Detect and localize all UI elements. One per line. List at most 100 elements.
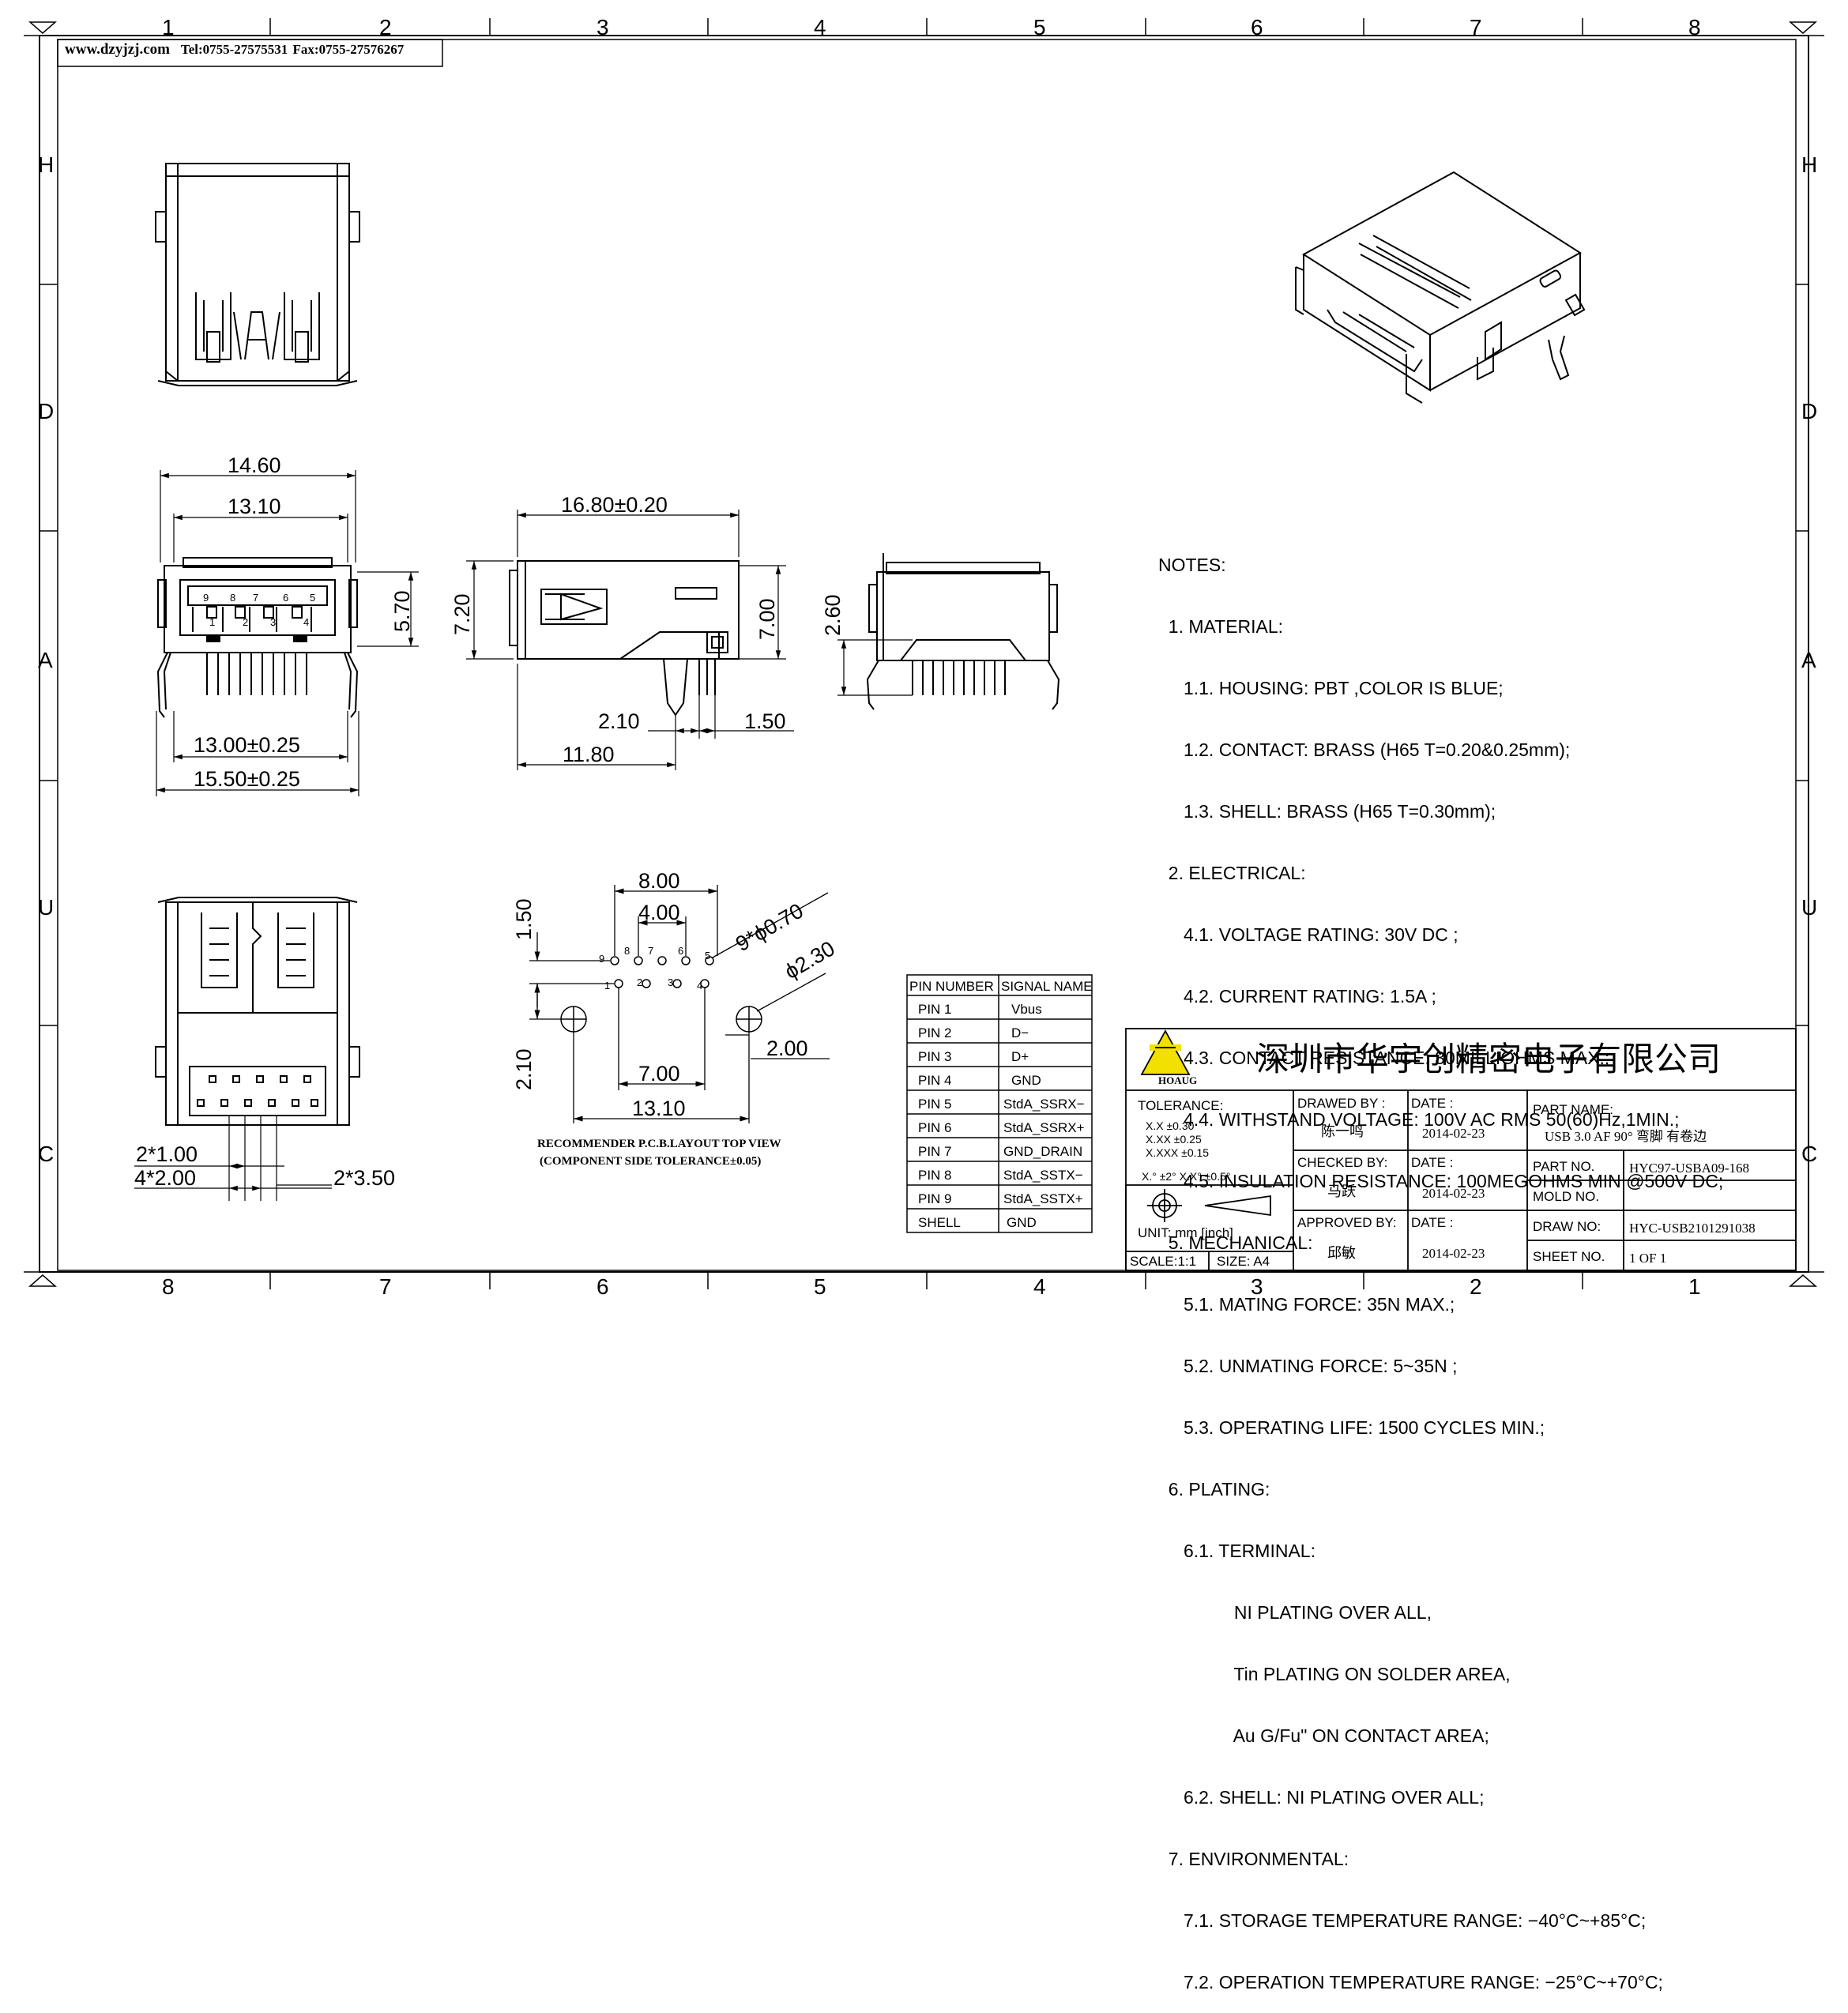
svg-text:SHELL: SHELL — [918, 1215, 961, 1230]
technical-notes: NOTES: 1. MATERIAL: 1.1. HOUSING: PBT ,C… — [1158, 514, 1723, 2013]
svg-text:PIN 5: PIN 5 — [918, 1097, 952, 1112]
svg-text:SIZE: A4: SIZE: A4 — [1217, 1254, 1270, 1269]
top-view-drawing — [155, 163, 360, 386]
svg-text:1: 1 — [1688, 1274, 1701, 1299]
note-line: 5. MECHANICAL: — [1158, 1232, 1313, 1253]
svg-text:7.00: 7.00 — [638, 1062, 680, 1086]
pcb-pin-labels: 9 8 7 6 5 1 2 3 4 — [599, 945, 710, 991]
svg-text:8.00: 8.00 — [638, 869, 680, 893]
note-line: 5.2. UNMATING FORCE: 5~35N ; — [1158, 1356, 1458, 1376]
svg-text:2.10: 2.10 — [598, 709, 640, 733]
svg-text:TOLERANCE:: TOLERANCE: — [1138, 1098, 1223, 1113]
svg-text:HYC-USB2101291038: HYC-USB2101291038 — [1629, 1221, 1756, 1236]
front-pin-labels: 9 8 7 6 5 1 2 3 4 — [203, 592, 315, 628]
svg-text:马跃: 马跃 — [1327, 1183, 1356, 1200]
svg-text:2014-02-23: 2014-02-23 — [1422, 1126, 1485, 1141]
svg-text:UNIT: mm [inch]: UNIT: mm [inch] — [1138, 1225, 1233, 1240]
svg-text:8: 8 — [1688, 15, 1701, 40]
svg-text:3: 3 — [1251, 1274, 1263, 1299]
svg-text:2.00: 2.00 — [766, 1037, 808, 1060]
svg-text:2014-02-23: 2014-02-23 — [1422, 1186, 1485, 1201]
svg-text:1: 1 — [209, 616, 215, 628]
svg-text:7: 7 — [648, 945, 653, 957]
svg-text:13.10: 13.10 — [228, 495, 281, 518]
svg-text:6: 6 — [678, 945, 683, 957]
svg-text:6: 6 — [597, 1274, 609, 1299]
svg-text:DRAW NO:: DRAW NO: — [1533, 1219, 1601, 1234]
note-line: 1. MATERIAL: — [1158, 616, 1284, 637]
svg-text:2: 2 — [379, 15, 392, 40]
note-line: 2. ELECTRICAL: — [1158, 863, 1306, 883]
svg-text:USB 3.0 AF 90° 弯脚 有卷边: USB 3.0 AF 90° 弯脚 有卷边 — [1545, 1129, 1707, 1144]
svg-text:DATE :: DATE : — [1411, 1096, 1454, 1111]
note-line: 6.1. TERMINAL: — [1158, 1541, 1315, 1561]
pcb-caption: RECOMMENDER P.C.B.LAYOUT TOP VIEW (COMPO… — [537, 1138, 781, 1168]
svg-text:7.00: 7.00 — [755, 598, 779, 640]
svg-text:PIN 6: PIN 6 — [918, 1120, 952, 1135]
svg-text:PIN NUMBER: PIN NUMBER — [909, 979, 994, 994]
title-block — [1125, 1028, 1797, 1271]
svg-text:X.XX ±0.25: X.XX ±0.25 — [1146, 1133, 1202, 1146]
svg-text:16.80±0.20: 16.80±0.20 — [561, 493, 668, 517]
svg-text:14.60: 14.60 — [228, 453, 281, 477]
svg-text:4*2.00: 4*2.00 — [134, 1166, 196, 1190]
svg-text:6: 6 — [1251, 15, 1263, 40]
note-line: 1.1. HOUSING: PBT ,COLOR IS BLUE; — [1158, 678, 1504, 698]
svg-text:9*ϕ0.70: 9*ϕ0.70 — [732, 899, 807, 957]
svg-text:StdA_SSTX+: StdA_SSTX+ — [1003, 1191, 1083, 1206]
svg-text:7: 7 — [253, 592, 258, 604]
svg-text:2.60: 2.60 — [821, 594, 845, 636]
svg-text:13.00±0.25: 13.00±0.25 — [194, 733, 300, 757]
svg-text:D−: D− — [1011, 1025, 1029, 1040]
svg-text:CHECKED BY:: CHECKED BY: — [1297, 1155, 1387, 1170]
svg-text:X.XXX ±0.15: X.XXX ±0.15 — [1146, 1146, 1209, 1159]
svg-text:5: 5 — [814, 1274, 826, 1299]
svg-text:邱敏: 邱敏 — [1327, 1245, 1356, 1262]
svg-text:7.20: 7.20 — [450, 593, 474, 635]
svg-text:X.° ±2° X.X° ±0.5°: X.° ±2° X.X° ±0.5° — [1142, 1170, 1230, 1183]
svg-text:9: 9 — [599, 953, 604, 965]
svg-text:2: 2 — [1470, 1274, 1482, 1299]
svg-text:GND: GND — [1007, 1215, 1037, 1230]
svg-text:PIN 2: PIN 2 — [918, 1025, 952, 1040]
svg-text:ϕ2.30: ϕ2.30 — [781, 936, 839, 984]
svg-text:HYC97-USBA09-168: HYC97-USBA09-168 — [1629, 1161, 1749, 1176]
note-line: 6.2. SHELL: NI PLATING OVER ALL; — [1158, 1787, 1485, 1808]
svg-text:PIN 4: PIN 4 — [918, 1073, 952, 1088]
isometric-view-drawing — [1295, 171, 1586, 404]
side-view-dims: 16.80±0.20 7.20 7.00 2.10 1.50 11.80 — [450, 493, 786, 766]
note-line: 5.1. MATING FORCE: 35N MAX.; — [1158, 1294, 1455, 1315]
note-line: 7.1. STORAGE TEMPERATURE RANGE: −40°C~+8… — [1158, 1910, 1647, 1931]
svg-text:PIN 9: PIN 9 — [918, 1191, 952, 1206]
svg-text:2: 2 — [243, 616, 248, 628]
rear-view-drawing — [837, 553, 1060, 710]
pcb-dims: 8.00 4.00 1.50 9*ϕ0.70 ϕ2.30 2.00 2.10 7… — [512, 869, 839, 1120]
svg-text:C: C — [38, 1142, 54, 1166]
svg-text:PIN 8: PIN 8 — [918, 1168, 952, 1183]
drawing-frame — [24, 18, 1824, 1289]
rear-view-dims: 2.60 — [821, 594, 845, 636]
svg-text:A: A — [38, 648, 53, 672]
zone-labels: 1 2 3 4 5 6 7 8 8 7 6 5 4 3 2 1 H D A U … — [38, 15, 1817, 1299]
svg-text:11.80: 11.80 — [563, 743, 615, 766]
svg-text:3: 3 — [668, 976, 673, 988]
svg-text:5: 5 — [310, 592, 315, 604]
svg-text:3: 3 — [597, 15, 609, 40]
front-view-drawing — [156, 470, 419, 796]
svg-text:13.10: 13.10 — [632, 1097, 686, 1120]
svg-text:5.70: 5.70 — [390, 590, 414, 632]
note-line: Au G/Fu" ON CONTACT AREA; — [1158, 1725, 1489, 1746]
svg-text:7: 7 — [1470, 15, 1482, 40]
svg-text:1.50: 1.50 — [512, 898, 536, 940]
svg-text:C: C — [1801, 1142, 1817, 1166]
front-view-dims: 14.60 13.10 5.70 13.00±0.25 15.50±0.25 — [194, 453, 414, 791]
svg-text:4: 4 — [697, 980, 702, 991]
svg-text:2*3.50: 2*3.50 — [333, 1166, 395, 1190]
company-logo-text: HOAUG — [1158, 1074, 1197, 1086]
svg-text:GND_DRAIN: GND_DRAIN — [1003, 1144, 1082, 1159]
svg-text:PIN 7: PIN 7 — [918, 1144, 952, 1159]
svg-text:D: D — [1801, 399, 1817, 423]
svg-text:X.X ±0.30: X.X ±0.30 — [1146, 1119, 1195, 1132]
title-block-text: HOAUG 深圳市华宇创精密电子有限公司 TOLERANCE: X.X ±0.3… — [1130, 1040, 1756, 1269]
